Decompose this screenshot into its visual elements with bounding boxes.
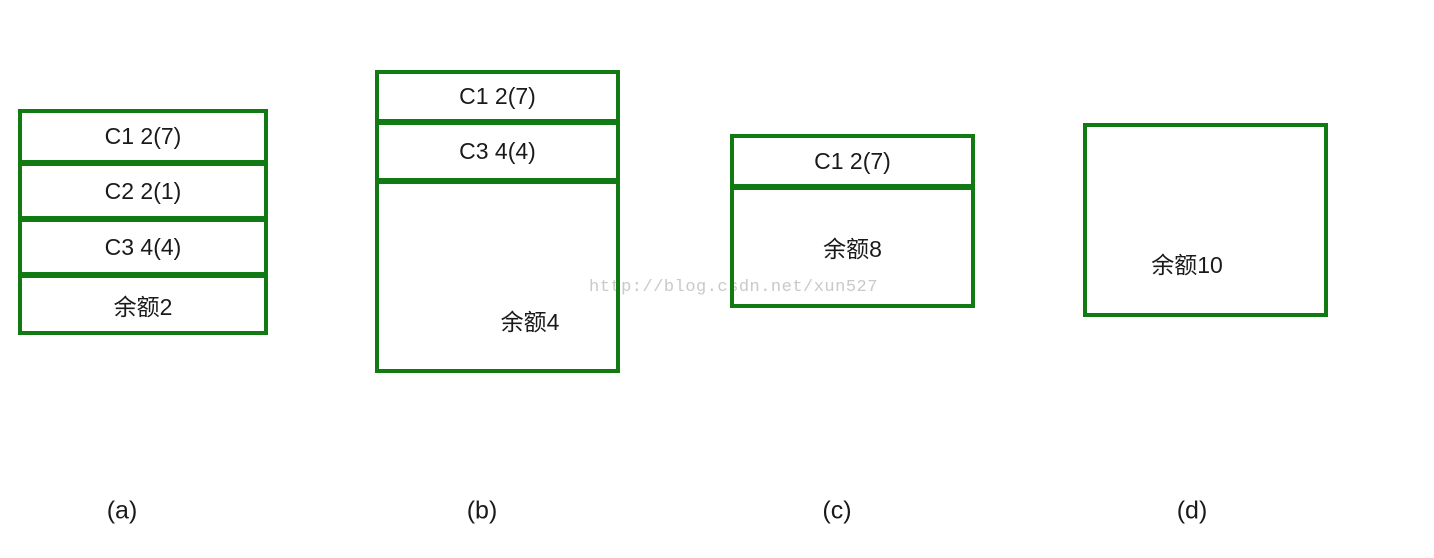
memory-diagram-c: C1 2(7) 余额8 — [730, 134, 975, 308]
segment-label: C3 4(4) — [459, 138, 536, 164]
memory-segment: C2 2(1) — [18, 162, 268, 220]
segment-label: C2 2(1) — [104, 177, 182, 204]
diagram-caption-a: (a) — [106, 496, 138, 525]
segment-label: C1 2(7) — [459, 83, 536, 109]
memory-segment: C3 4(4) — [18, 218, 268, 276]
memory-segment: 余额4 — [375, 180, 620, 373]
segment-label: C3 4(4) — [104, 233, 182, 260]
memory-segment: C3 4(4) — [375, 121, 620, 182]
memory-segment: 余额2 — [18, 274, 268, 335]
memory-segment: C1 2(7) — [18, 109, 268, 164]
segment-label: 余额8 — [823, 236, 882, 262]
memory-diagram-a: C1 2(7) C2 2(1) C3 4(4) 余额2 — [18, 109, 268, 335]
segment-label: C1 2(7) — [814, 147, 891, 174]
segment-label: 余额4 — [500, 309, 560, 335]
segment-label: 余额2 — [113, 293, 173, 320]
memory-segment: C1 2(7) — [375, 70, 620, 123]
segment-label: C1 2(7) — [104, 123, 182, 149]
segment-label: 余额10 — [1151, 252, 1223, 278]
memory-segment: 余额8 — [730, 186, 975, 308]
diagram-caption-c: (c) — [822, 496, 852, 525]
memory-segment: C1 2(7) — [730, 134, 975, 188]
memory-diagram-b: C1 2(7) C3 4(4) 余额4 — [375, 70, 620, 373]
memory-diagram-d: 余额10 — [1083, 123, 1328, 317]
diagram-caption-b: (b) — [466, 496, 498, 525]
diagram-caption-d: (d) — [1176, 496, 1208, 525]
memory-segment: 余额10 — [1083, 123, 1328, 317]
